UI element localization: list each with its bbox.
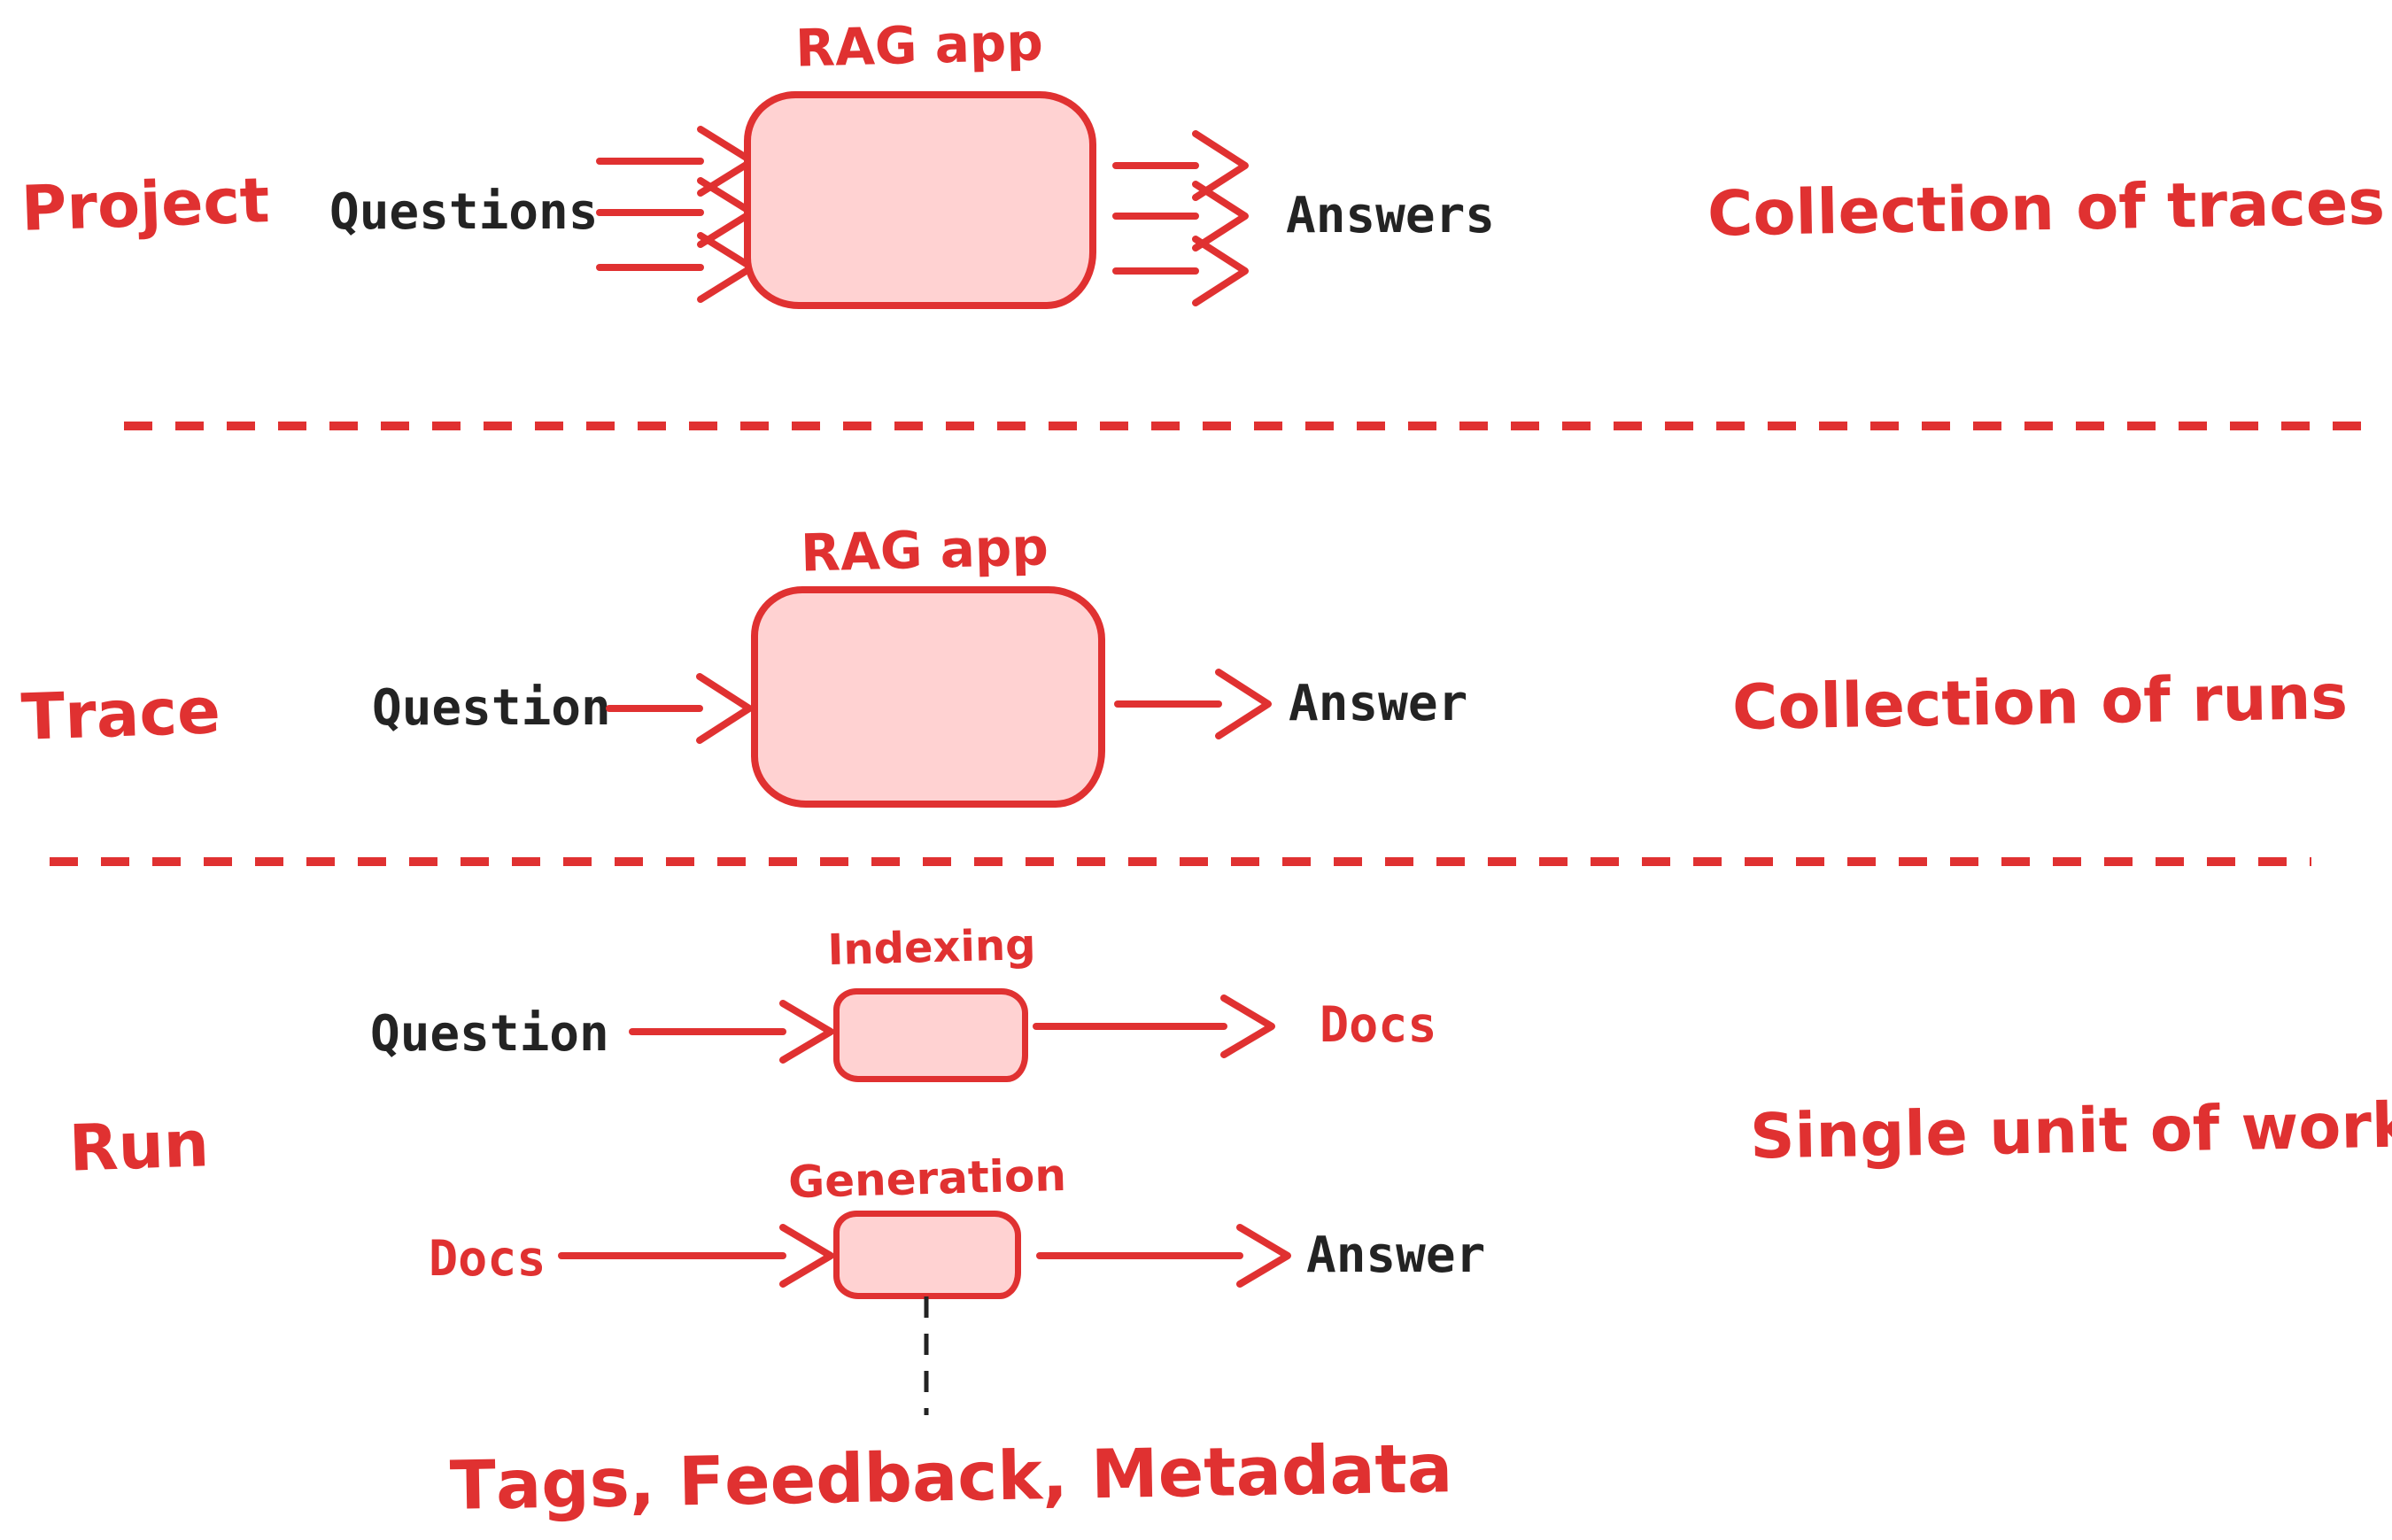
project-section-label: Project: [19, 164, 271, 245]
generation-input-label: Docs: [429, 1230, 546, 1287]
dashed-divider: [124, 422, 2368, 430]
project-annotation: Collection of traces: [1707, 166, 2386, 251]
generation-output-label: Answer: [1306, 1227, 1486, 1284]
arrow-right-icon: [1112, 236, 1249, 306]
dashed-divider: [50, 857, 2311, 866]
project-output-label: Answers: [1286, 187, 1496, 244]
trace-output-label: Answer: [1289, 675, 1468, 732]
run-annotation: Single unit of work: [1749, 1088, 2392, 1173]
project-input-label: Questions: [329, 183, 599, 241]
arrow-right-icon: [1114, 669, 1272, 739]
dashed-connector: [924, 1296, 929, 1415]
rag-app-box: [751, 586, 1105, 808]
indexing-step-label: Indexing: [826, 919, 1037, 976]
generation-step-label: Generation: [787, 1149, 1067, 1209]
arrow-right-icon: [596, 232, 755, 303]
trace-annotation: Collection of runs: [1731, 660, 2349, 745]
trace-input-label: Question: [372, 679, 611, 737]
indexing-box: [833, 988, 1028, 1082]
rag-app-box-label: RAG app: [800, 516, 1049, 584]
arrow-right-icon: [606, 673, 753, 744]
arrow-right-icon: [1112, 130, 1249, 201]
indexing-input-label: Question: [370, 1005, 609, 1063]
metadata-note: Tags, Feedback, Metadata: [449, 1428, 1453, 1525]
rag-app-box-label: RAG app: [794, 12, 1044, 79]
trace-section-label: Trace: [19, 673, 222, 755]
rag-app-box: [744, 91, 1096, 309]
indexing-output-label: Docs: [1320, 996, 1437, 1053]
arrow-right-icon: [1112, 181, 1249, 252]
arrow-right-icon: [558, 1224, 834, 1288]
arrow-right-icon: [1036, 1224, 1291, 1288]
generation-box: [833, 1211, 1021, 1299]
run-section-label: Run: [67, 1106, 211, 1186]
arrow-right-icon: [1033, 994, 1275, 1058]
arrow-right-icon: [629, 1000, 834, 1064]
